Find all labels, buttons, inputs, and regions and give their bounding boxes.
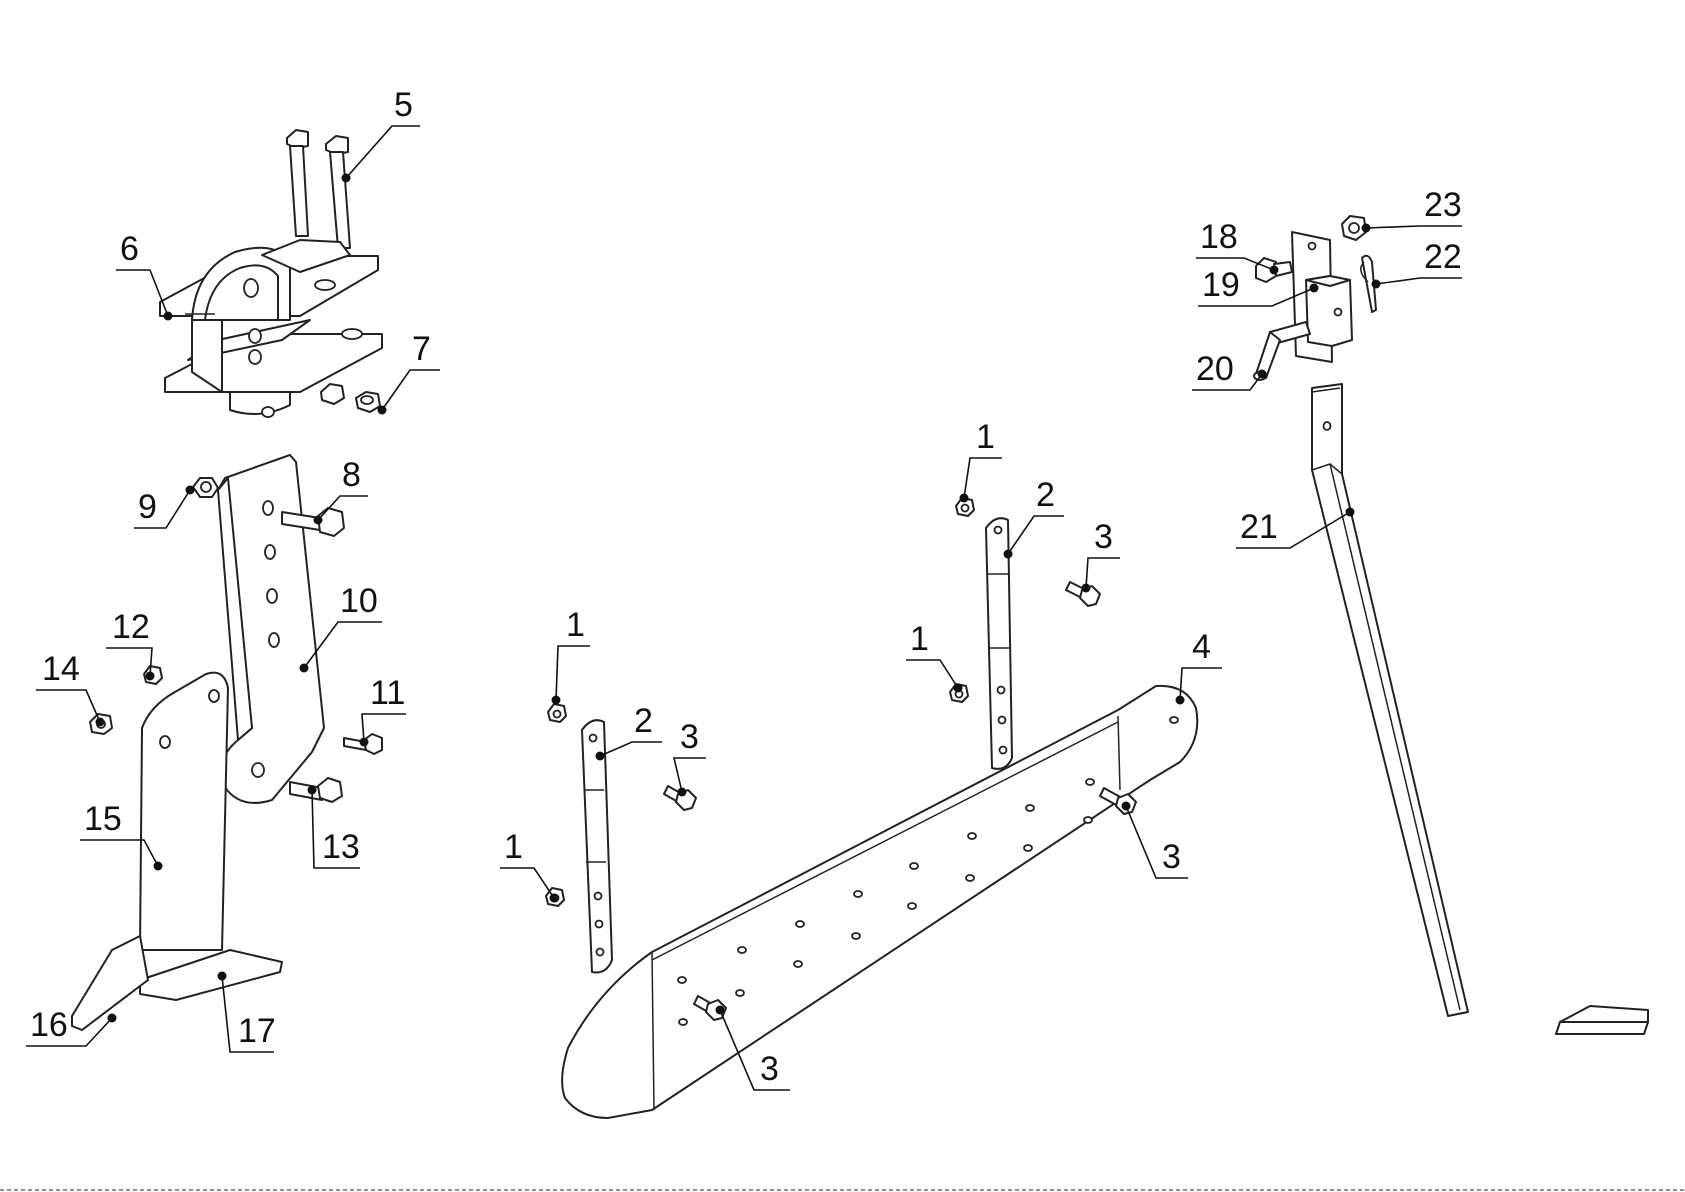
callout-leader xyxy=(906,660,958,688)
callout-number: 22 xyxy=(1424,238,1462,276)
callout-number: 2 xyxy=(634,702,653,740)
part-4-blade xyxy=(562,686,1197,1118)
part-5-bolts xyxy=(287,130,350,248)
callout-number: 3 xyxy=(760,1050,779,1088)
callout-number: 3 xyxy=(1162,838,1181,876)
callout-5: 5 xyxy=(342,86,421,183)
callout-number: 14 xyxy=(42,650,80,688)
callout-number: 7 xyxy=(412,330,431,368)
part-17-foot-plate xyxy=(140,950,282,1000)
callout-leader xyxy=(600,742,662,756)
callout-leader xyxy=(36,690,100,722)
callout-leader xyxy=(1008,516,1064,554)
callout-3: 3 xyxy=(674,718,706,797)
callout-23: 23 xyxy=(1362,186,1463,233)
callout-number: 1 xyxy=(566,606,585,644)
callout-number: 12 xyxy=(112,608,150,646)
callout-number: 21 xyxy=(1240,508,1278,546)
callout-number: 13 xyxy=(322,828,360,866)
part-6-mount-bracket xyxy=(160,240,382,417)
part-21-leg xyxy=(1312,384,1648,1034)
callout-leader xyxy=(1366,226,1462,228)
callout-number: 2 xyxy=(1036,476,1055,514)
callout-number: 17 xyxy=(238,1012,276,1050)
callout-number: 23 xyxy=(1424,186,1462,224)
callout-leader xyxy=(382,370,440,410)
callout-number: 4 xyxy=(1192,628,1211,666)
callout-leader xyxy=(1086,558,1120,588)
callout-number: 20 xyxy=(1196,350,1234,388)
callout-number: 10 xyxy=(340,582,378,620)
callout-leader xyxy=(674,758,706,792)
callout-9: 9 xyxy=(134,486,195,529)
part-7-nuts xyxy=(321,384,380,412)
callout-14: 14 xyxy=(36,650,105,727)
callout-number: 6 xyxy=(120,230,139,268)
part-9-nut xyxy=(193,478,218,497)
callout-1: 1 xyxy=(960,418,1003,503)
callout-number: 19 xyxy=(1202,266,1240,304)
callout-number: 15 xyxy=(84,800,122,838)
callout-leader xyxy=(500,868,554,898)
callout-number: 8 xyxy=(342,456,361,494)
part-1-nut-a xyxy=(548,704,566,722)
callout-number: 3 xyxy=(680,718,699,756)
callout-2: 2 xyxy=(1004,476,1065,559)
callout-leader xyxy=(964,458,1002,498)
callout-number: 11 xyxy=(370,674,405,712)
callout-number: 5 xyxy=(394,86,413,124)
callout-6: 6 xyxy=(116,230,173,321)
callout-number: 1 xyxy=(910,620,929,658)
part-15-shank xyxy=(140,673,228,950)
callout-3: 3 xyxy=(1082,518,1121,593)
callout-1: 1 xyxy=(552,606,591,705)
callout-leader xyxy=(1376,278,1462,284)
callout-leader xyxy=(346,126,420,178)
callout-20: 20 xyxy=(1192,350,1267,390)
part-19-clamp xyxy=(1292,232,1352,362)
callout-number: 16 xyxy=(30,1006,68,1044)
callout-number: 1 xyxy=(976,418,995,456)
part-10-upright-plate xyxy=(218,455,324,803)
callout-number: 1 xyxy=(504,828,523,866)
callout-11: 11 xyxy=(360,674,407,747)
callout-leader xyxy=(556,646,590,700)
callout-1: 1 xyxy=(906,620,963,693)
callout-7: 7 xyxy=(378,330,441,415)
callout-1: 1 xyxy=(500,828,559,903)
callout-22: 22 xyxy=(1372,238,1463,289)
callout-number: 18 xyxy=(1200,218,1238,256)
callout-number: 9 xyxy=(138,488,157,526)
callout-number: 3 xyxy=(1094,518,1113,556)
